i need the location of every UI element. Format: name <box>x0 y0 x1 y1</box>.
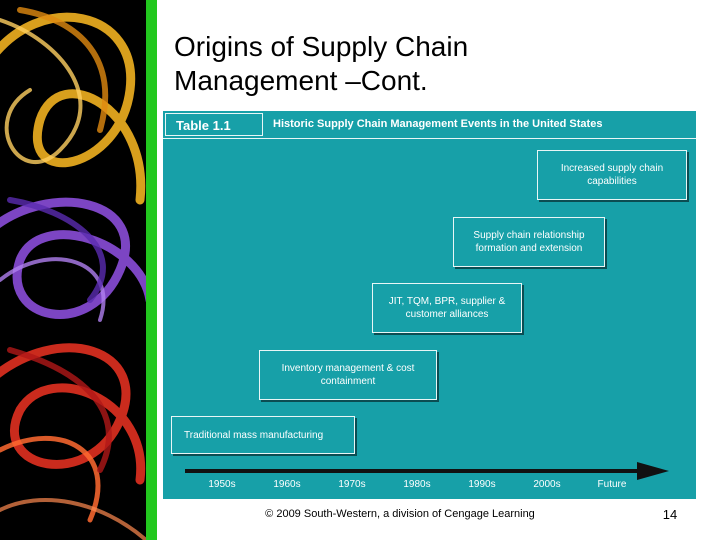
timeline-table-panel: Table 1.1 Historic Supply Chain Manageme… <box>163 111 696 499</box>
timeline-label-future: Future <box>597 479 627 490</box>
table-label: Table 1.1 <box>165 113 263 136</box>
page-number: 14 <box>662 507 678 522</box>
decorative-light-swirls-image <box>0 0 146 540</box>
event-box-inventory-management: Inventory management & cost containment <box>259 350 437 400</box>
copyright-footer: © 2009 South-Western, a division of Ceng… <box>265 508 535 520</box>
event-box-traditional-mass-manufacturing: Traditional mass manufacturing <box>171 416 355 454</box>
event-box-supply-chain-relationship: Supply chain relationship formation and … <box>453 217 605 267</box>
timeline-label-1990s: 1990s <box>468 479 496 490</box>
green-accent-bar <box>146 0 157 540</box>
timeline-label-1960s: 1960s <box>273 479 301 490</box>
timeline-label-1950s: 1950s <box>208 479 236 490</box>
slide-title-line-1: Origins of Supply Chain <box>174 31 469 62</box>
timeline-label-1980s: 1980s <box>403 479 431 490</box>
table-header-row: Table 1.1 Historic Supply Chain Manageme… <box>163 111 696 139</box>
event-box-jit-tqm-bpr: JIT, TQM, BPR, supplier & customer allia… <box>372 283 522 333</box>
event-box-increased-capabilities: Increased supply chain capabilities <box>537 150 687 200</box>
timeline-label-1970s: 1970s <box>338 479 366 490</box>
table-heading: Historic Supply Chain Management Events … <box>273 118 603 130</box>
slide-title-line-2: Management –Cont. <box>174 65 428 96</box>
timeline-arrow <box>185 462 669 480</box>
timeline-label-2000s: 2000s <box>533 479 561 490</box>
slide-title: Origins of Supply Chain Management –Cont… <box>174 30 694 98</box>
